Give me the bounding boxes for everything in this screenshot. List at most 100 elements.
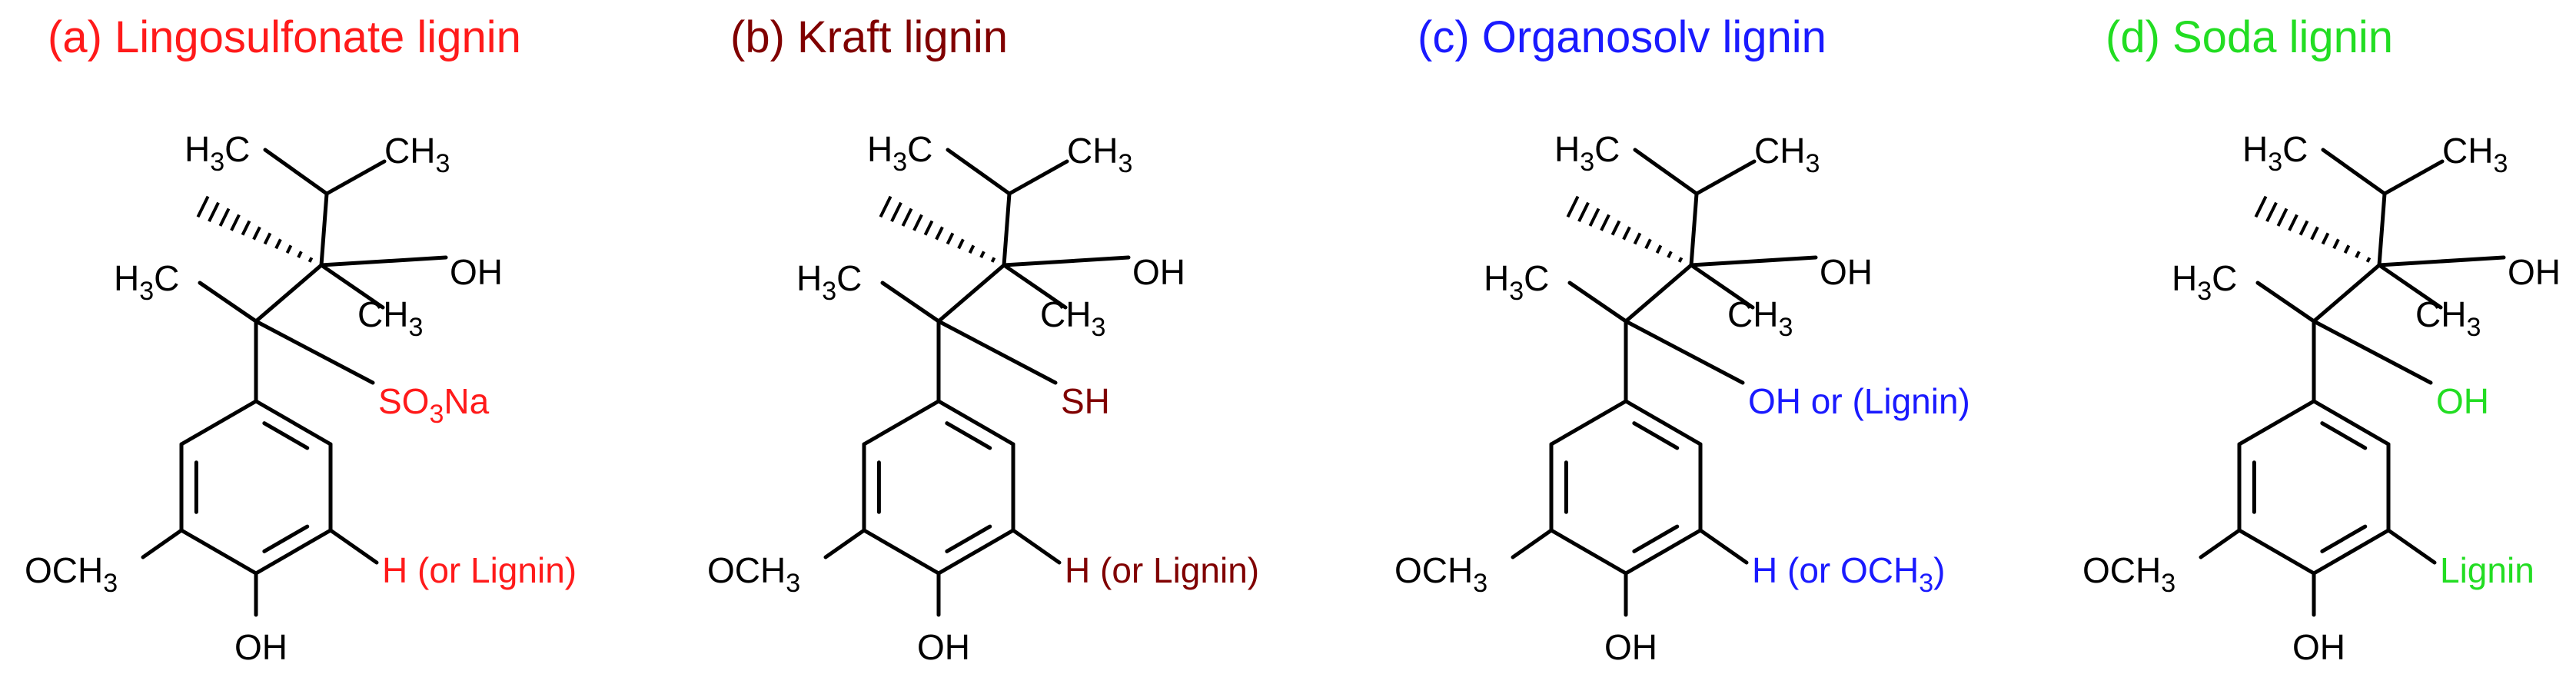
wedge-hash	[208, 201, 220, 222]
label-substituent: SH	[1061, 381, 1110, 421]
wedge-hash	[1667, 251, 1673, 258]
wedge-hash	[285, 244, 293, 254]
bond-ch3-mid	[1002, 263, 1068, 310]
label-ring-substituent: H (or Lignin)	[1065, 550, 1259, 590]
wedge-hash	[307, 257, 314, 263]
ring-bond	[1549, 399, 1628, 447]
ring-bond	[1624, 528, 1703, 576]
label-och3: OCH3	[2082, 550, 2175, 598]
ring-bond	[862, 528, 941, 576]
wedge-hash	[2254, 195, 2268, 218]
wedge-hash	[990, 257, 996, 263]
label-h3c-top: H3C	[1554, 129, 1620, 177]
label-ring-substituent: H (or Lignin)	[382, 550, 577, 590]
label-substituent: SO3Na	[378, 381, 490, 429]
wedge-hash	[218, 208, 231, 227]
label-ring-substituent: H (or OCH3)	[1752, 550, 1945, 598]
bond-ch3-mid	[319, 263, 385, 310]
benzene-ring	[1549, 399, 1703, 576]
wedge-hash	[957, 238, 965, 250]
wedge-hash	[2288, 214, 2298, 231]
ring-bond	[179, 399, 258, 447]
bond-oh-top	[1002, 255, 1131, 267]
panel-title: (c) Organosolv lignin	[1418, 12, 1826, 62]
benzene-ring	[862, 399, 1015, 576]
label-oh-bottom: OH	[1604, 627, 1657, 667]
label-substituent: OH	[2436, 381, 2489, 421]
ring-bond	[936, 399, 1015, 447]
bond-oh-top	[1689, 255, 1818, 267]
benzene-ring	[179, 399, 333, 576]
bond-quat-c	[319, 191, 329, 267]
label-oh-bottom: OH	[2292, 627, 2345, 667]
bond-h3c-top	[263, 148, 329, 196]
hashed-wedge-bond	[1566, 195, 1684, 263]
bond-h3c-mid	[880, 281, 941, 324]
wedge-hash	[196, 195, 210, 218]
label-h3c-mid: H3C	[114, 258, 179, 306]
label-ch3-mid: CH3	[1040, 294, 1105, 342]
bond-ring-substituent	[328, 528, 379, 565]
label-ch3-top: CH3	[384, 131, 450, 178]
bond-ring-substituent	[1698, 528, 1749, 565]
bond-substituent	[254, 319, 375, 385]
bond-ch3-mid	[2377, 263, 2443, 310]
label-oh-bottom: OH	[234, 627, 288, 667]
bond-quat-c	[1689, 191, 1699, 267]
bond-h3c-top	[2321, 148, 2387, 196]
panel-title: (a) Lingosulfonate lignin	[48, 12, 521, 62]
wedge-hash	[263, 232, 272, 245]
wedge-hash	[2332, 238, 2340, 250]
wedge-hash	[979, 251, 986, 258]
bond-c-alpha	[936, 263, 1006, 324]
ring-double-bond	[945, 421, 992, 450]
wedge-hash	[2276, 208, 2288, 227]
bond-h3c-mid	[2255, 281, 2316, 324]
wedge-hash	[274, 238, 282, 250]
wedge-hash	[901, 208, 913, 227]
bond-quat-c	[2377, 191, 2387, 267]
bond-och3	[1511, 528, 1554, 560]
wedge-hash	[2310, 226, 2319, 241]
ring-bond	[179, 528, 258, 576]
label-och3: OCH3	[707, 550, 800, 598]
label-ring-substituent: Lignin	[2440, 550, 2534, 590]
bond-substituent	[1624, 319, 1745, 385]
bond-c-alpha	[2312, 263, 2382, 324]
wedge-hash	[1677, 257, 1684, 263]
ring-bond	[936, 528, 1015, 576]
bond-c-alpha	[1624, 263, 1694, 324]
ring-double-bond	[945, 524, 992, 553]
panel-title: (b) Kraft lignin	[730, 12, 1008, 62]
label-ch3-mid: CH3	[2415, 294, 2481, 342]
ring-bond	[2312, 528, 2391, 576]
wedge-hash	[946, 232, 955, 245]
bond-och3	[2199, 528, 2242, 560]
label-och3: OCH3	[1394, 550, 1487, 598]
bond-h3c-top	[946, 148, 1012, 196]
label-oh-top: OH	[1132, 252, 1185, 292]
bond-ch3-top	[1007, 159, 1069, 196]
bond-h3c-top	[1633, 148, 1699, 196]
wedge-hash	[1588, 208, 1600, 227]
wedge-hash	[2365, 257, 2372, 263]
bond-h3c-mid	[198, 281, 258, 324]
wedge-hash	[890, 201, 902, 222]
bond-och3	[823, 528, 866, 560]
bond-quat-c	[1002, 191, 1012, 267]
wedge-hash	[968, 244, 976, 254]
ring-bond	[1549, 528, 1628, 576]
label-h3c-mid: H3C	[2172, 258, 2237, 306]
label-h3c-mid: H3C	[1484, 258, 1549, 306]
ring-double-bond	[2320, 421, 2368, 450]
ring-bond	[254, 528, 333, 576]
wedge-hash	[2321, 232, 2330, 245]
wedge-hash	[2343, 244, 2351, 254]
bond-ring-substituent	[1011, 528, 1062, 565]
wedge-hash	[2265, 201, 2278, 222]
wedge-hash	[923, 220, 934, 236]
label-ch3-top: CH3	[2442, 131, 2508, 178]
